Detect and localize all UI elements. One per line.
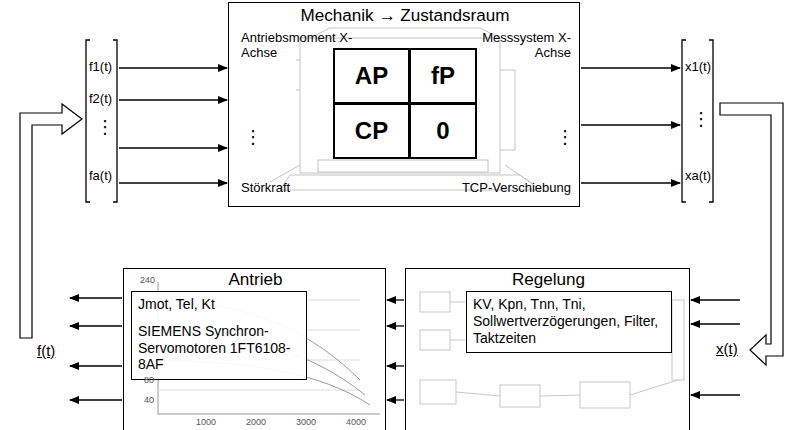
- parameter-box: Jmot, Tel, Kt SIEMENS Synchron-Servomotor…: [131, 291, 307, 380]
- parameter-text: KV, Kpn, Tnn, Tni, Sollwertverzögerungen…: [473, 296, 665, 346]
- matrix-symbol: 0: [436, 117, 449, 146]
- signal-label: fa(t): [89, 169, 112, 183]
- signal-name: TCP-Verschiebung: [462, 181, 571, 196]
- axis-tick: 3000: [296, 418, 316, 428]
- signal-connector: [720, 103, 783, 365]
- block-title: Antrieb: [124, 270, 387, 290]
- block-title: Regelung: [406, 270, 691, 290]
- signal-name: Störkraft: [241, 181, 290, 196]
- parameter-text: Jmot, Tel, Kt: [138, 296, 300, 313]
- parameter-box: KV, Kpn, Tnn, Tni, Sollwertverzögerungen…: [466, 291, 672, 353]
- axis-tick: 2000: [246, 418, 266, 428]
- axis-tick: 4000: [346, 418, 366, 428]
- signal-label: f1(t): [89, 60, 112, 74]
- matrix-cell: 0: [409, 103, 477, 159]
- axis-tick: 40: [144, 396, 154, 406]
- axis-tick: 240: [140, 276, 155, 286]
- matrix-cell: CP: [333, 103, 410, 159]
- signal-label: x1(t): [685, 60, 711, 74]
- signal-label: ⋮: [244, 128, 262, 148]
- signal-label: ⋮: [556, 128, 574, 148]
- signal-label: x(t): [716, 341, 738, 358]
- signal-connector: [20, 104, 82, 338]
- signal-label: ⋮: [692, 110, 710, 130]
- system-block: AntriebJmot, Tel, Kt SIEMENS Synchron-Ser…: [123, 268, 386, 430]
- machine-illustration: [270, 28, 540, 190]
- signal-label: f2(t): [89, 92, 112, 106]
- matrix-symbol: CP: [355, 117, 388, 146]
- control-block-diagram: [420, 292, 684, 408]
- parameter-text: SIEMENS Synchron-Servomotoren 1FT6108-8A…: [138, 323, 300, 373]
- matrix-cell: fP: [409, 48, 477, 104]
- system-block: Mechanik → ZustandsraumAntriebsmoment X-…: [228, 2, 580, 207]
- axis-tick: 1000: [196, 418, 216, 428]
- matrix-cell: AP: [333, 48, 410, 104]
- signal-label: ⋮: [96, 118, 114, 138]
- matrix-symbol: AP: [355, 62, 388, 91]
- vector-bracket: [86, 40, 713, 202]
- block-title: Mechanik → Zustandsraum: [229, 6, 581, 26]
- signal-label: xa(t): [685, 169, 711, 183]
- signal-connector: [387, 300, 404, 400]
- matrix-symbol: fP: [431, 62, 455, 91]
- system-block: RegelungKV, Kpn, Tnn, Tni, Sollwertverzö…: [405, 268, 690, 430]
- signal-label: f(t): [37, 343, 55, 360]
